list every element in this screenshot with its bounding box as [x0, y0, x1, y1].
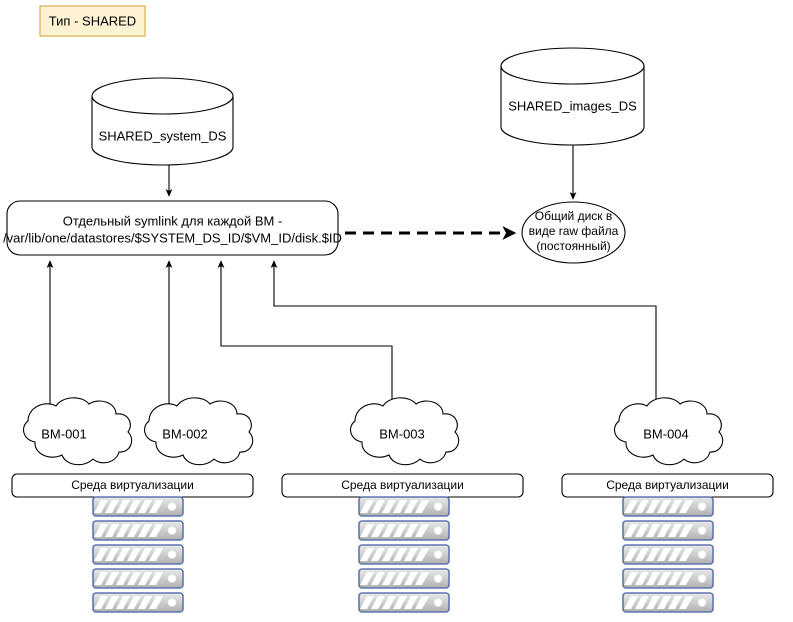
shared-disk-line3: (постоянный): [536, 239, 610, 253]
symlink-box-line1: Отдельный symlink для каждой ВМ -: [63, 213, 283, 228]
vm-001-label: ВМ-001: [41, 426, 87, 441]
vm-004-cloud: [613, 397, 724, 466]
connector-vm004-to-symlink: [270, 260, 657, 408]
shared-disk-line1: Общий диск в: [535, 209, 612, 223]
vm-003-label: ВМ-003: [379, 426, 425, 441]
legend-label: Тип - SHARED: [49, 13, 136, 28]
symlink-box: Отдельный symlink для каждой ВМ - /var/l…: [3, 200, 342, 256]
vm-002-label: ВМ-002: [162, 426, 208, 441]
legend-box: [39, 5, 146, 37]
vm-003: ВМ-003: [349, 397, 460, 466]
vm-002: ВМ-002: [143, 397, 254, 466]
symlink-box-line2: /var/lib/one/datastores/$SYSTEM_DS_ID/$V…: [3, 230, 342, 245]
vm-001-cloud: [22, 397, 133, 466]
hypervisor-1: Среда виртуализации: [11, 473, 254, 498]
server-unit: [622, 496, 714, 517]
server-unit: [358, 592, 450, 613]
cylinder-body: [500, 47, 645, 146]
datastore-images-ds-label: SHARED_images_DS: [508, 98, 637, 113]
server-unit: [92, 592, 184, 613]
datastore-images-ds: SHARED_images_DS: [500, 47, 645, 146]
vm-004-label: ВМ-004: [643, 426, 689, 441]
server-stack-1: [92, 496, 184, 613]
server-unit: [358, 496, 450, 517]
shared-disk-line2: виде raw файла: [529, 224, 619, 238]
datastore-system-ds-label: SHARED_system_DS: [99, 128, 227, 143]
server-unit: [622, 568, 714, 589]
vm-002-cloud: [143, 397, 254, 466]
server-unit: [622, 592, 714, 613]
server-unit: [92, 568, 184, 589]
shared-raw-disk: Общий диск в виде raw файла (постоянный): [521, 201, 626, 264]
hypervisor-2-label: Среда виртуализации: [341, 478, 464, 492]
cylinder-top: [91, 95, 234, 115]
server-unit: [92, 496, 184, 517]
cylinder-top: [500, 65, 645, 85]
cylinder-body: [91, 77, 234, 166]
vm-001: ВМ-001: [22, 397, 133, 466]
legend-type-shared: Тип - SHARED: [39, 5, 146, 37]
connector-vm003-to-symlink: [217, 260, 393, 408]
server-unit: [622, 544, 714, 565]
hypervisor-3: Среда виртуализации: [561, 473, 774, 498]
shared-disk-ellipse: [521, 201, 626, 264]
datastore-system-ds: SHARED_system_DS: [91, 77, 234, 166]
hypervisor-2: Среда виртуализации: [281, 473, 524, 498]
server-unit: [358, 520, 450, 541]
hypervisor-1-label: Среда виртуализации: [71, 478, 194, 492]
server-unit: [358, 544, 450, 565]
server-stack-3: [622, 496, 714, 613]
server-unit: [622, 520, 714, 541]
vm-003-cloud: [349, 397, 460, 466]
vm-004: ВМ-004: [613, 397, 724, 466]
hypervisor-3-label: Среда виртуализации: [606, 478, 729, 492]
server-stack-2: [358, 496, 450, 613]
server-unit: [358, 568, 450, 589]
server-unit: [92, 520, 184, 541]
symlink-box-rect: [6, 200, 339, 256]
server-unit: [92, 544, 184, 565]
